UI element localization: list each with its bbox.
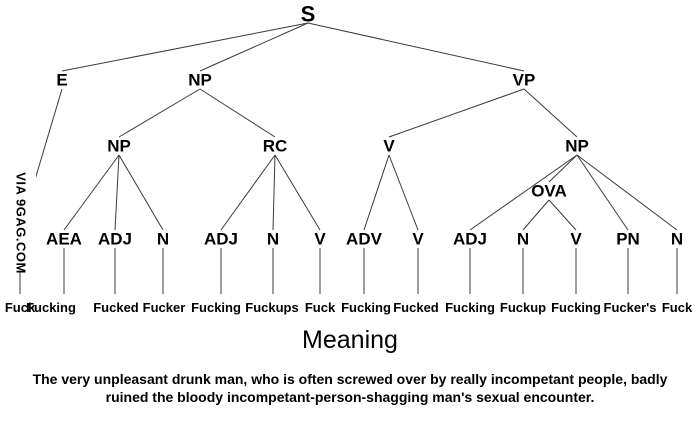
edge-np1-rc: [199, 88, 276, 138]
node-e: E: [56, 71, 67, 90]
node-vp: VP: [513, 71, 536, 90]
node-v4: V: [570, 230, 582, 249]
edge-vp-v1: [388, 88, 525, 138]
meaning-heading: Meaning: [302, 326, 398, 354]
meaning-line-1: The very unpleasant drunk man, who is of…: [33, 371, 668, 387]
leaf-word: Fucking: [445, 300, 495, 315]
edge-s-e: [61, 22, 309, 72]
edge-rc-adj2: [220, 154, 276, 231]
node-adj2: ADJ: [204, 230, 238, 249]
node-n1: N: [157, 230, 169, 249]
leaf-word: Fucking: [191, 300, 241, 315]
node-adv: ADV: [346, 230, 383, 249]
edge-np3-adj3: [469, 154, 578, 231]
node-adj3: ADJ: [453, 230, 487, 249]
node-v2: V: [314, 230, 326, 249]
edge-s-np1: [199, 22, 309, 72]
edge-s-vp: [307, 22, 525, 72]
node-pn: PN: [616, 230, 640, 249]
node-adj1: ADJ: [98, 230, 132, 249]
meaning-line-2: ruined the bloody incompetant-person-sha…: [106, 389, 595, 405]
edge-np2-n1: [118, 154, 164, 231]
watermark-text: VIA 9GAG.COM: [13, 172, 29, 274]
leaf-word: Fuck: [305, 300, 336, 315]
edge-np1-np2: [118, 88, 201, 138]
edge-np3-n4: [576, 154, 678, 231]
node-np2: NP: [107, 137, 131, 156]
edge-vp-np3: [523, 88, 578, 138]
node-v3: V: [412, 230, 424, 249]
edge-np3-ova: [548, 154, 578, 183]
node-aea: AEA: [46, 230, 82, 249]
edge-rc-n2: [272, 154, 276, 231]
leaf-word: Fucking: [551, 300, 601, 315]
edge-np3-pn: [576, 154, 629, 231]
leaf-word: Fucked: [93, 300, 139, 315]
watermark: VIA 9GAG.COM: [6, 172, 36, 274]
node-np1: NP: [188, 71, 212, 90]
leaf-word: Fucker's: [604, 300, 657, 315]
leaf-word: Fucking: [26, 300, 76, 315]
leaf-word: Fucking: [341, 300, 391, 315]
leaf-word: Fuck: [662, 300, 693, 315]
edge-v1-v3: [388, 154, 419, 231]
edge-np2-aea: [63, 154, 120, 231]
leaf-word: Fuckup: [500, 300, 546, 315]
edge-v1-adv: [363, 154, 390, 231]
leaf-word: Fuck: [5, 300, 36, 315]
node-v1: V: [383, 137, 395, 156]
leaf-word: Fucked: [393, 300, 439, 315]
edge-np2-adj1: [114, 154, 120, 231]
node-n2: N: [267, 230, 279, 249]
edge-ova-n3: [522, 199, 550, 231]
leaf-word: Fuckups: [245, 300, 298, 315]
tree-edges: [19, 22, 678, 294]
edge-ova-v4: [548, 199, 577, 231]
node-s: S: [301, 2, 316, 27]
node-n3: N: [517, 230, 529, 249]
leaf-word: Fucker: [143, 300, 186, 315]
node-np3: NP: [565, 137, 589, 156]
node-ova: OVA: [531, 182, 567, 201]
node-n4: N: [671, 230, 683, 249]
node-rc: RC: [263, 137, 288, 156]
tree-nodes: SENPVPNPRCVNPOVAIAEAADJNADJNVADVVADJNVPN…: [18, 2, 684, 249]
edge-rc-v2: [274, 154, 321, 231]
